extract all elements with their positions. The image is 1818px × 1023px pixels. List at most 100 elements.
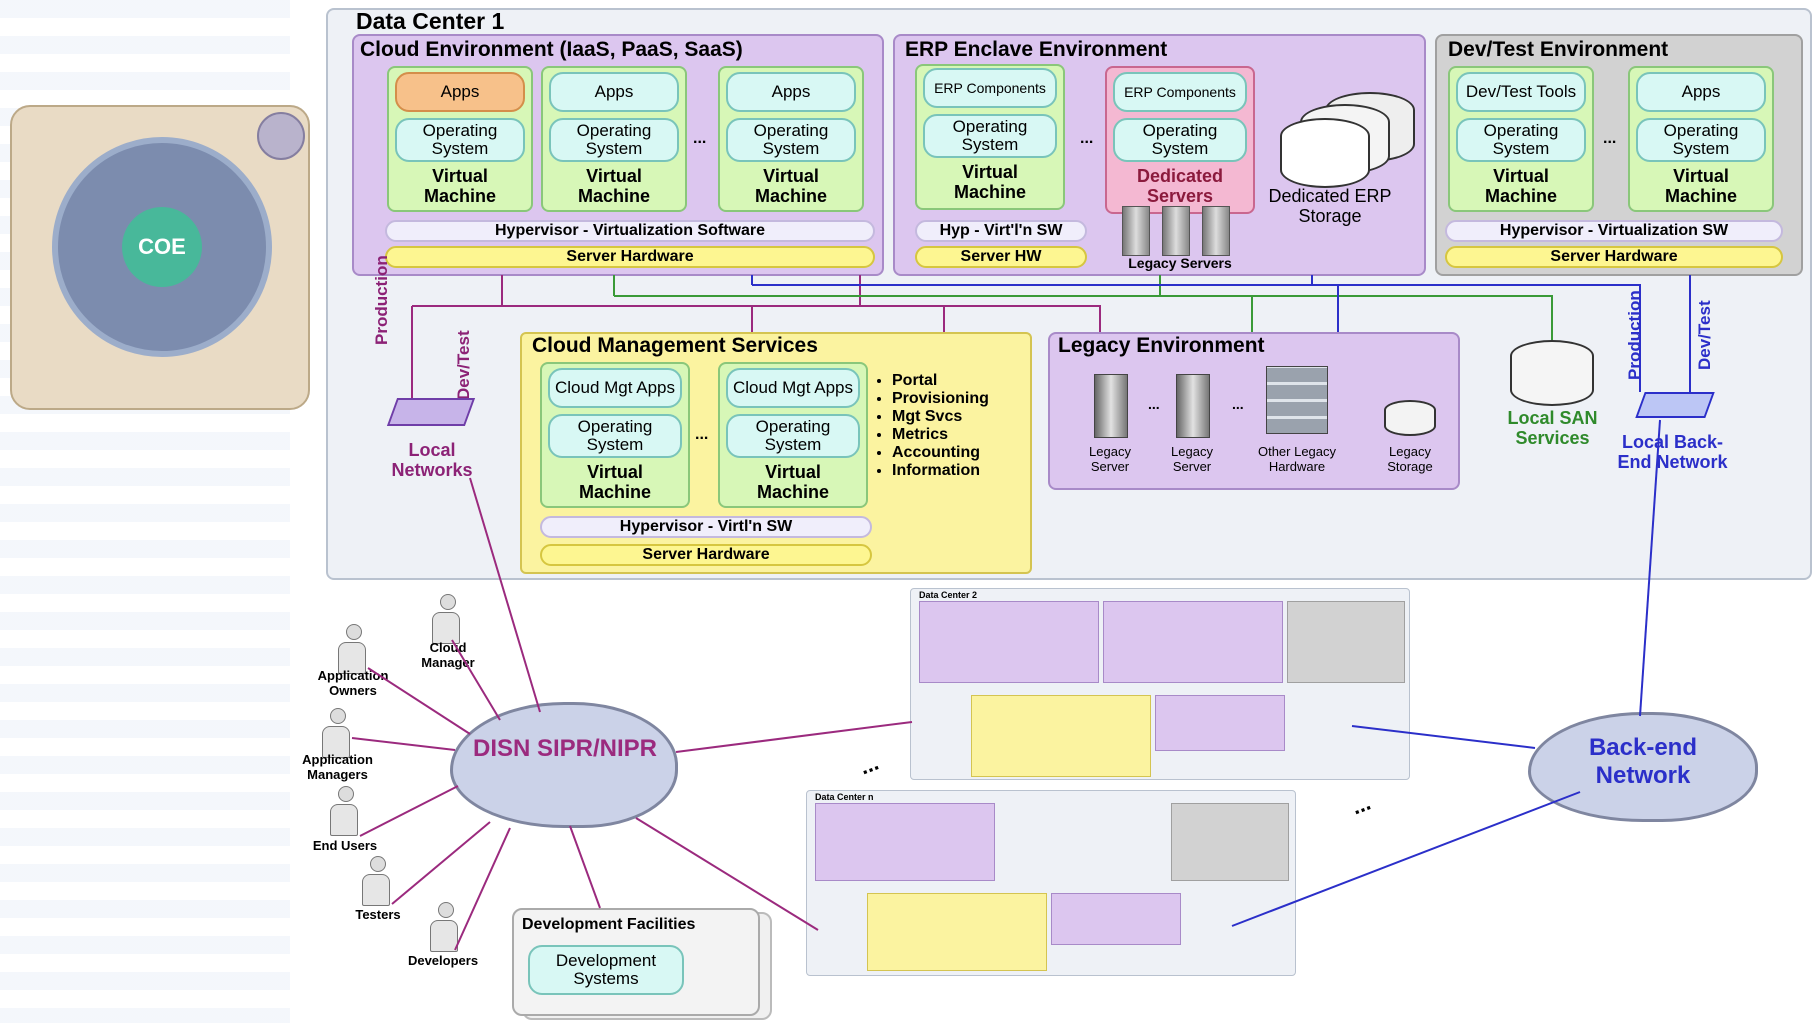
legacy-server-label: Legacy Server	[1171, 444, 1213, 474]
dedicated-erp-storage-label: Dedicated ERP Storage	[1268, 186, 1392, 226]
dc2-title: Data Center 2	[919, 590, 978, 600]
os-box: Operating System	[726, 118, 856, 162]
data-center-2-thumbnail: Data Center 2	[910, 588, 1410, 780]
bullet-metrics: Metrics	[892, 426, 989, 444]
dc2-cms	[971, 695, 1151, 777]
apps-box-highlight: Apps	[395, 72, 525, 112]
development-systems-box: Development Systems	[528, 945, 684, 995]
dcn-title: Data Center n	[815, 792, 874, 802]
erp-components-box: ERP Components	[1113, 72, 1247, 112]
os-box: Operating System	[726, 414, 860, 458]
bullet-information: Information	[892, 462, 989, 480]
vm-label: Virtual Machine	[577, 166, 651, 206]
os-box: Operating System	[395, 118, 525, 162]
data-center-n-thumbnail: Data Center n	[806, 790, 1296, 976]
backend-network-label: Back-end Network	[1588, 734, 1698, 789]
backend-switch-icon	[1635, 392, 1715, 418]
os-box: Operating System	[1636, 118, 1766, 162]
more-datacenters-ellipsis: ...	[1348, 789, 1374, 820]
application-managers-person-icon	[322, 708, 352, 758]
cloud-env-title: Cloud Environment (IaaS, PaaS, SaaS)	[360, 38, 743, 61]
local-network-switch-icon	[386, 398, 476, 426]
server-hardware-bar: Server Hardware	[385, 246, 875, 268]
local-networks-label: Local Networks	[391, 440, 473, 480]
devtest-env-title: Dev/Test Environment	[1448, 38, 1669, 61]
server-hardware-bar: Server Hardware	[540, 544, 872, 566]
local-san-storage-icon	[1510, 340, 1594, 406]
vm-ellipsis: ...	[1603, 130, 1617, 147]
vm-label: Virtual Machine	[756, 462, 830, 502]
other-legacy-hardware-icon	[1266, 366, 1328, 434]
application-managers-label: Application Managers	[302, 752, 373, 782]
vm-label: Virtual Machine	[754, 166, 828, 206]
vm-label: Virtual Machine	[953, 162, 1027, 202]
legacy-storage-icon	[1384, 400, 1436, 436]
testers-label: Testers	[355, 907, 401, 922]
testers-person-icon	[362, 856, 392, 906]
vm-label: Virtual Machine	[1664, 166, 1738, 206]
legacy-server-tower-icon	[1122, 206, 1150, 256]
bullet-portal: Portal	[892, 372, 989, 390]
cloud-mgt-apps-box: Cloud Mgt Apps	[548, 368, 682, 408]
legacy-ellipsis: ...	[1148, 396, 1160, 412]
dc2-cloud-env	[919, 601, 1099, 683]
legacy-server-tower-icon	[1162, 206, 1190, 256]
legacy-storage-label: Legacy Storage	[1387, 444, 1433, 474]
os-box: Operating System	[923, 114, 1057, 158]
local-san-label: Local SAN Services	[1507, 408, 1598, 448]
dedicated-servers-label: Dedicated Servers	[1136, 166, 1224, 206]
server-hw-bar: Server HW	[915, 246, 1087, 268]
vm-label: Virtual Machine	[423, 166, 497, 206]
vm-ellipsis: ...	[1080, 130, 1094, 147]
dc2-erp-env	[1103, 601, 1283, 683]
other-legacy-hardware-label: Other Legacy Hardware	[1257, 444, 1337, 474]
hyp-bar: Hyp - Virt'l'n SW	[915, 220, 1087, 242]
backend-production-label: Production	[1625, 290, 1644, 380]
apps-box: Apps	[726, 72, 856, 112]
legacy-servers-label: Legacy Servers	[1128, 255, 1232, 271]
bullet-accounting: Accounting	[892, 444, 989, 462]
backend-devtest-label: Dev/Test	[1695, 300, 1714, 370]
apps-box: Apps	[1636, 72, 1766, 112]
hypervisor-bar: Hypervisor - Virtualization Software	[385, 220, 875, 242]
apps-box: Apps	[549, 72, 679, 112]
legacy-server-label: Legacy Server	[1089, 444, 1131, 474]
cms-bullet-list: Portal Provisioning Mgt Svcs Metrics Acc…	[872, 372, 989, 480]
application-owners-label: Application Owners	[317, 668, 389, 698]
vm-ellipsis: ...	[695, 426, 709, 443]
vm-label: Virtual Machine	[1484, 166, 1558, 206]
cms-title: Cloud Management Services	[532, 334, 818, 357]
more-datacenters-ellipsis: ...	[856, 749, 882, 780]
legacy-server-icon	[1094, 374, 1128, 438]
disn-label: DISN SIPR/NIPR	[472, 735, 658, 762]
dcn-cloud-env	[815, 803, 995, 881]
end-users-label: End Users	[312, 838, 378, 853]
dcn-legacy-env	[1051, 893, 1181, 945]
os-box: Operating System	[1113, 118, 1247, 162]
application-owners-person-icon	[338, 624, 368, 674]
cloud-manager-person-icon	[432, 594, 462, 644]
end-users-person-icon	[330, 786, 360, 836]
erp-env-title: ERP Enclave Environment	[905, 38, 1168, 61]
disn-cloud	[450, 702, 678, 828]
dev-facilities-title: Development Facilities	[522, 916, 696, 933]
legacy-server-tower-icon	[1202, 206, 1230, 256]
server-hardware-bar: Server Hardware	[1445, 246, 1783, 268]
developers-label: Developers	[407, 953, 479, 968]
devtest-label: Dev/Test	[454, 330, 473, 400]
os-box: Operating System	[1456, 118, 1586, 162]
production-label: Production	[372, 255, 391, 345]
erp-components-box: ERP Components	[923, 68, 1057, 108]
coe-center: COE	[122, 207, 202, 287]
legacy-server-icon	[1176, 374, 1210, 438]
coe-satellite-icon	[257, 112, 305, 160]
bullet-mgt-svcs: Mgt Svcs	[892, 408, 989, 426]
dc2-devtest-env	[1287, 601, 1405, 683]
storage-cylinder-icon	[1280, 118, 1370, 188]
local-backend-network-label: Local Back-End Network	[1617, 432, 1728, 472]
cloud-manager-label: Cloud Manager	[421, 640, 475, 670]
os-box: Operating System	[548, 414, 682, 458]
developers-person-icon	[430, 902, 460, 952]
legacy-env-title: Legacy Environment	[1058, 334, 1265, 357]
hypervisor-bar: Hypervisor - Virtl'n SW	[540, 516, 872, 538]
